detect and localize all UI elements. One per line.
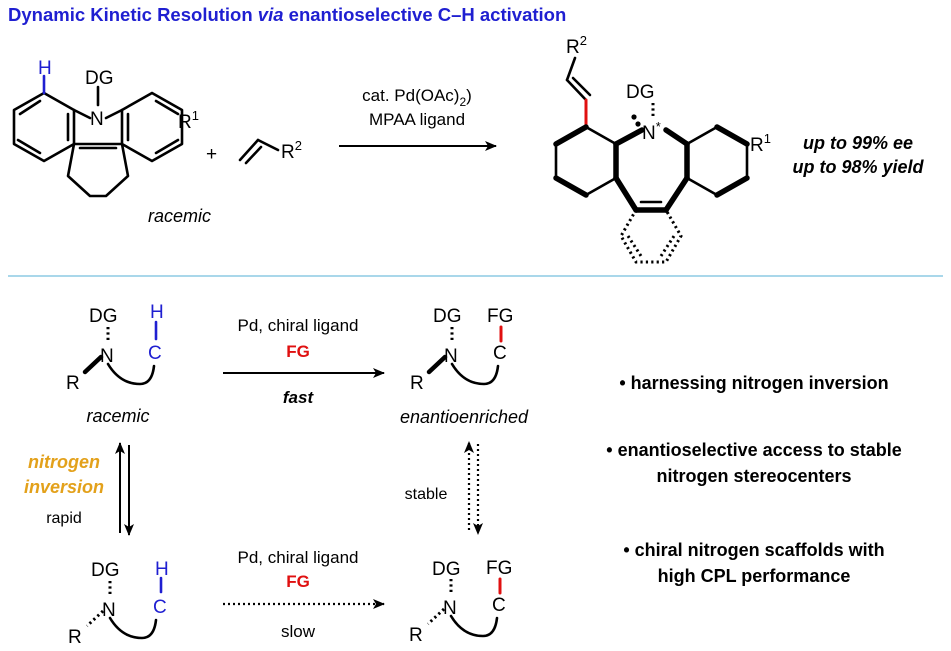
slow-conditions-line1: Pd, chiral ligand <box>238 548 359 567</box>
plus-sign: + <box>206 144 217 165</box>
result-ee: up to 99% ee <box>803 133 913 153</box>
nitrogen-inversion-line2: inversion <box>24 477 104 497</box>
fast-label: fast <box>283 388 315 407</box>
h-label-racemic-upper: H <box>150 302 164 323</box>
slow-fg-label: FG <box>286 572 310 591</box>
n-atom-label: N <box>90 109 104 130</box>
n-atom-label-product: N* <box>642 119 661 144</box>
slow-label: slow <box>281 622 316 641</box>
racemic-label-top: racemic <box>148 206 211 226</box>
starting-material-structure <box>12 74 184 198</box>
dg-label-racemic-lower: DG <box>91 560 120 581</box>
bullet-1: • harnessing nitrogen inversion <box>619 373 888 393</box>
bullet-1-line1: • harnessing nitrogen inversion <box>619 373 888 393</box>
result-yield: up to 98% yield <box>792 157 924 177</box>
h-atom-label: H <box>38 58 52 79</box>
dg-label: DG <box>85 68 114 89</box>
title: Dynamic Kinetic Resolution via enantiose… <box>8 4 566 25</box>
enantioenriched-structure-lower <box>426 577 502 638</box>
dg-label-product: DG <box>626 82 655 103</box>
alkene-structure <box>238 138 280 165</box>
bullet-2: • enantioselective access to stable nitr… <box>606 440 901 486</box>
dg-label-racemic-upper: DG <box>89 306 118 327</box>
fast-fg-label: FG <box>286 342 310 361</box>
c-label-enantio-lower: C <box>492 595 506 616</box>
c-label-enantio-upper: C <box>493 343 507 364</box>
c-label-racemic-lower: C <box>153 597 167 618</box>
bullet-3-line2: high CPL performance <box>658 566 851 586</box>
racemic-structure-upper <box>82 320 158 386</box>
bullet-3-line1: • chiral nitrogen scaffolds with <box>623 540 884 560</box>
conditions-line2: MPAA ligand <box>369 110 465 129</box>
r1-label: R1 <box>178 108 199 133</box>
fg-label-enantio-upper: FG <box>487 306 513 327</box>
r-label-enantio-upper: R <box>410 373 424 394</box>
n-label-enantio-upper: N <box>444 346 458 367</box>
racemic-structure-lower <box>85 576 163 640</box>
rapid-label: rapid <box>46 510 82 527</box>
r2-label-product: R2 <box>566 33 587 58</box>
dg-label-enantio-lower: DG <box>432 559 461 580</box>
fg-label-enantio-lower: FG <box>486 558 512 579</box>
dg-label-enantio-upper: DG <box>433 306 462 327</box>
bullet-3: • chiral nitrogen scaffolds with high CP… <box>623 540 884 586</box>
conditions-line1: cat. Pd(OAc)2) <box>362 86 472 109</box>
racemic-label-bottom: racemic <box>86 406 149 426</box>
n-label-racemic-upper: N <box>100 346 114 367</box>
r-label-racemic-upper: R <box>66 373 80 394</box>
stable-label: stable <box>405 486 448 503</box>
r2-label-alkene: R2 <box>281 138 302 163</box>
bullet-2-line1: • enantioselective access to stable <box>606 440 901 460</box>
enantioenriched-structure-upper <box>426 325 503 386</box>
fast-conditions-line1: Pd, chiral ligand <box>238 316 359 335</box>
nitrogen-inversion-line1: nitrogen <box>28 452 100 472</box>
product-structure <box>553 56 750 264</box>
n-label-racemic-lower: N <box>102 600 116 621</box>
bullet-2-line2: nitrogen stereocenters <box>656 466 851 486</box>
n-label-enantio-lower: N <box>443 598 457 619</box>
r-label-enantio-lower: R <box>409 625 423 646</box>
r1-label-product: R1 <box>750 131 771 156</box>
enantioenriched-label: enantioenriched <box>400 407 529 427</box>
h-label-racemic-lower: H <box>155 559 169 580</box>
c-label-racemic-upper: C <box>148 343 162 364</box>
r-label-racemic-lower: R <box>68 627 82 648</box>
